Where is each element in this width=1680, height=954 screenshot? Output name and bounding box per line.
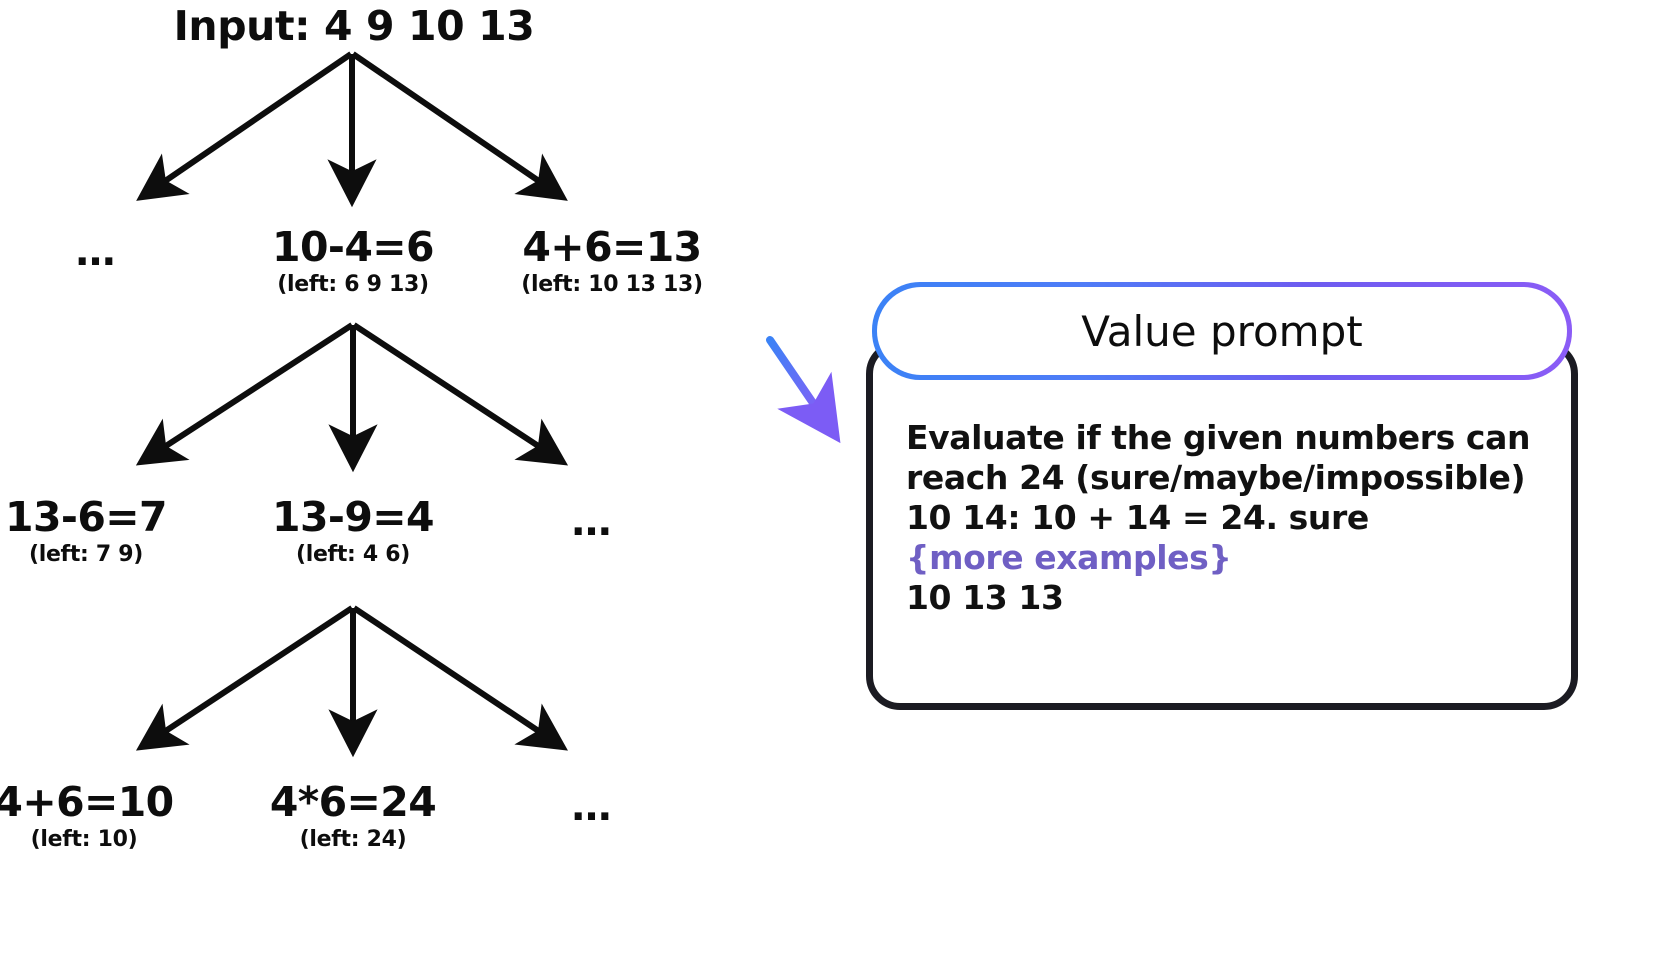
node-expression: 13-9=4 [272,493,434,541]
node-remaining-label: (left: 7 9) [28,542,144,567]
node-remaining-label: (left: 10) [30,827,138,852]
tree-node[interactable]: 13-6=7 (left: 7 9) [5,497,167,566]
prompt-line: 10 14: 10 + 14 = 24. sure [906,498,1369,537]
node-remaining-label: (left: 4 6) [295,542,411,567]
node-remaining-label: (left: 6 9 13) [277,272,429,297]
root-input-label: Input: 4 9 10 13 [173,2,535,50]
prompt-line-placeholder: {more examples} [906,538,1232,577]
tree-node[interactable]: 4*6=24 (left: 24) [269,778,437,852]
ellipsis-node: … [571,784,613,830]
ellipsis-node: … [75,229,117,275]
prompt-line: 10 13 13 [906,578,1064,617]
tree-node[interactable]: 4+6=10 (left: 10) [0,782,174,851]
tree-node[interactable]: 13-9=4 (left: 4 6) [272,497,434,566]
node-expression: 10-4=6 [272,223,434,271]
prompt-line: Evaluate if the given numbers can [906,418,1531,457]
tree-node[interactable]: 10-4=6 (left: 6 9 13) [272,227,434,296]
prompt-line: reach 24 (sure/maybe/impossible) [906,458,1526,497]
value-prompt-title-pill: Value prompt [872,282,1572,380]
value-prompt-title-inner: Value prompt [877,287,1567,375]
node-remaining-label: (left: 24) [299,827,407,852]
node-expression: 4+6=10 [0,778,174,826]
value-prompt-card [866,340,1578,710]
tree-node[interactable]: 4+6=13 (left: 10 13 13) [521,223,703,297]
value-prompt-body: Evaluate if the given numbers can reach … [906,418,1582,618]
node-expression: 13-6=7 [5,493,167,541]
ellipsis-node: … [571,499,613,545]
value-prompt-title: Value prompt [1081,306,1363,356]
connector-arrow [766,336,841,444]
node-remaining-label: (left: 10 13 13) [521,272,703,297]
node-expression: 4+6=13 [522,223,702,271]
node-expression: 4*6=24 [269,778,437,826]
